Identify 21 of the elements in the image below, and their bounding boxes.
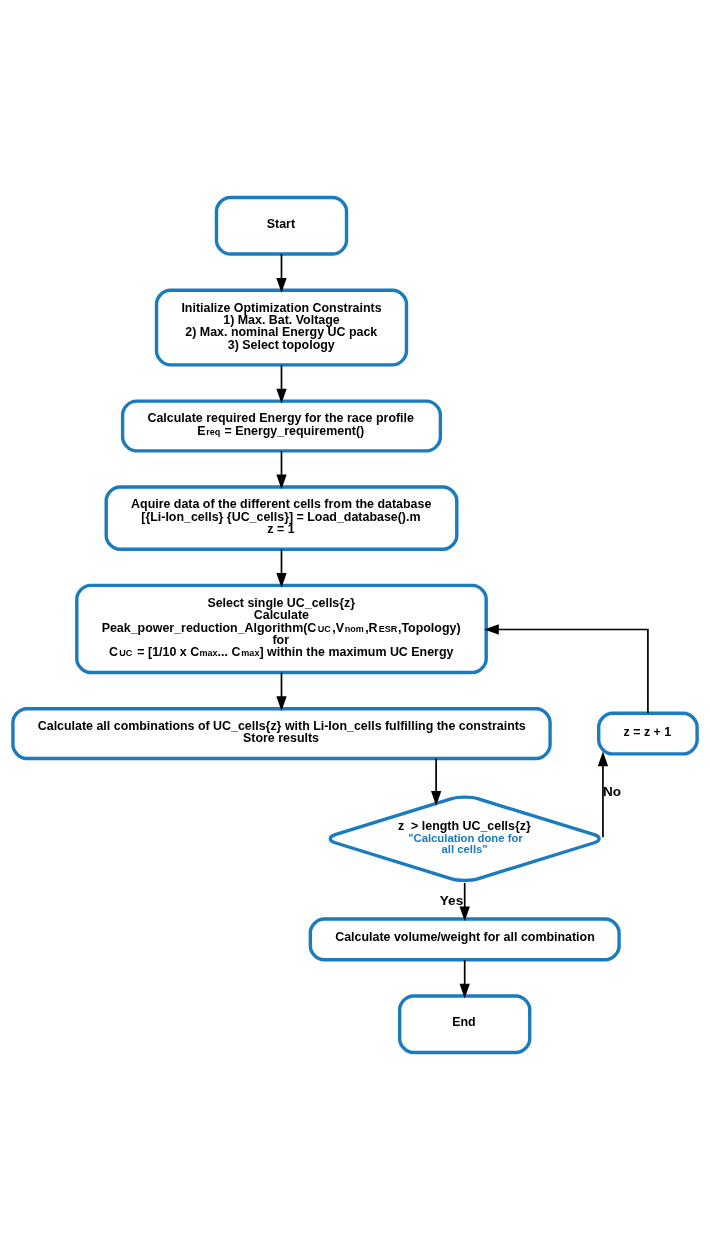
node-box: Initialize Optimization Constraints 1) Max. Bat. Voltage 2) Max. nominal Energy UC pack 3) Select topology xyxy=(154,288,409,367)
node-box: Aquire data of the different cells from the database [{Li-Ion_cells} {UC_cells}] = Load_database().m z = 1 xyxy=(104,484,459,551)
node-box: Calculate volume/weight for all combination xyxy=(308,916,621,961)
node-box: Calculate required Energy for the race profile Ereq = Energy_requirement() xyxy=(120,398,443,453)
arrow xyxy=(276,547,287,588)
arrow xyxy=(276,252,287,293)
arrow xyxy=(276,449,287,489)
node-box: Select single UC_cells{z} Calculate Peak_power_reduction_Algorithm(CUC,Vnom,RESR,Topology) for CUC = [1/10 x Cmax... Cmax] within the maximum UC Energy xyxy=(75,583,488,674)
edge-label: No xyxy=(602,783,622,799)
node-box: End xyxy=(397,993,532,1054)
arrow xyxy=(597,751,609,838)
edge-label: Yes xyxy=(439,892,464,908)
arrow xyxy=(431,757,442,806)
arrow xyxy=(484,623,649,714)
arrow xyxy=(459,958,470,998)
node-box: Calculate all combinations of UC_cells{z} with Li-Ion_cells fulfilling the constraints Store results xyxy=(11,706,552,760)
node-box: z = z + 1 xyxy=(597,711,699,756)
node-box: Start xyxy=(214,195,349,256)
arrow xyxy=(276,364,287,403)
arrow xyxy=(276,671,287,711)
arrow xyxy=(459,881,470,921)
